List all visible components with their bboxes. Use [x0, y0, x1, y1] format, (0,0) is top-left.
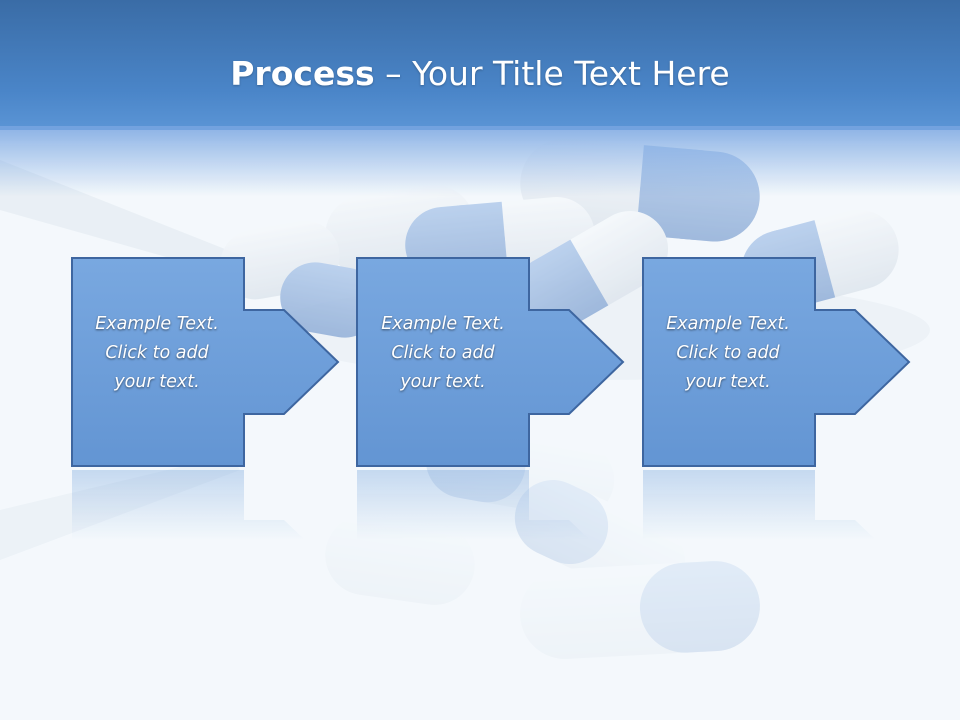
process-step-arrow-1 [71, 257, 340, 467]
step-text-line: Example Text. [381, 314, 505, 334]
step-text-line: Click to add [676, 343, 780, 363]
slide-title-bold: Process [230, 54, 375, 93]
process-step-arrow-2 [356, 257, 625, 467]
step-text-line: your text. [400, 372, 486, 392]
step-text-line: Example Text. [666, 314, 790, 334]
step-text-line: your text. [114, 372, 200, 392]
process-step-text-2[interactable]: Example Text. Click to add your text. [358, 310, 528, 397]
slide-title[interactable]: Process – Your Title Text Here [0, 52, 960, 96]
step-text-line: Click to add [105, 343, 209, 363]
process-step-arrow-3 [642, 257, 911, 467]
title-bar [0, 0, 960, 130]
step-text-line: Click to add [391, 343, 495, 363]
process-step-reflection-2 [357, 470, 590, 540]
slide-title-rest: – Your Title Text Here [374, 54, 730, 93]
step-text-line: your text. [685, 372, 771, 392]
process-step-text-3[interactable]: Example Text. Click to add your text. [643, 310, 813, 397]
title-bar-fade [0, 126, 960, 196]
pill [280, 262, 380, 338]
process-step-text-1[interactable]: Example Text. Click to add your text. [72, 310, 242, 397]
process-step-reflection-3 [643, 470, 876, 540]
step-text-line: Example Text. [95, 314, 219, 334]
process-step-reflection-1 [72, 470, 305, 540]
